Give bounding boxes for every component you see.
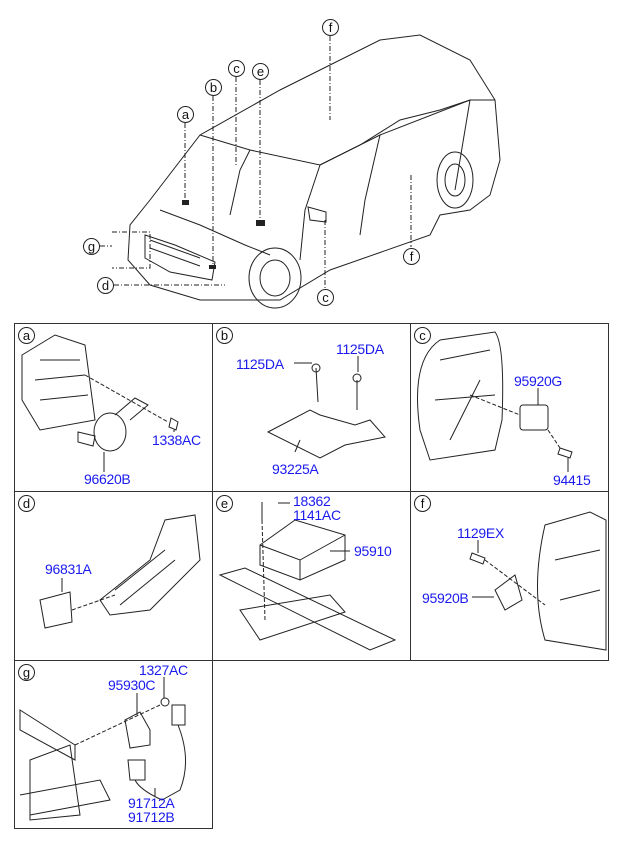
part-number[interactable]: 1125DA	[236, 356, 284, 372]
panel-label-d: d	[18, 495, 35, 512]
part-number[interactable]: 91712A	[128, 795, 175, 811]
panel-label-f: f	[414, 495, 431, 512]
part-number[interactable]: 95930C	[108, 677, 156, 693]
vehicle-illustration	[100, 34, 501, 309]
panel-g	[14, 660, 213, 829]
callout-c-bottom: c	[317, 289, 334, 306]
part-number[interactable]: 91712B	[128, 809, 175, 825]
part-number[interactable]: 95910	[354, 543, 392, 559]
callout-c: c	[228, 60, 245, 77]
part-number[interactable]: 1338AC	[152, 432, 201, 448]
part-number[interactable]: 94415	[553, 472, 591, 488]
part-number[interactable]: 1129EX	[457, 525, 504, 541]
part-number[interactable]: 96831A	[45, 561, 92, 577]
part-number[interactable]: 1141AC	[293, 507, 341, 523]
panel-label-a: a	[18, 327, 35, 344]
callout-f-side: f	[403, 248, 420, 265]
part-number[interactable]: 96620B	[84, 471, 131, 487]
panel-a	[14, 323, 213, 492]
panel-d	[14, 491, 213, 661]
part-number[interactable]: 1125DA	[336, 341, 384, 357]
panel-c	[410, 323, 609, 492]
callout-e: e	[252, 63, 269, 80]
vehicle-overview: a b c e f f g d c	[0, 0, 623, 318]
part-number[interactable]: 95920B	[422, 590, 469, 606]
panel-label-e: e	[216, 495, 233, 512]
callout-b: b	[205, 79, 222, 96]
panel-f	[410, 491, 609, 661]
part-number[interactable]: 18362	[293, 493, 331, 509]
callout-f-top: f	[322, 19, 339, 36]
callout-a: a	[177, 106, 194, 123]
part-number[interactable]: 93225A	[272, 461, 319, 477]
callout-g: g	[83, 238, 100, 255]
part-number[interactable]: 1327AC	[139, 662, 188, 678]
callout-d: d	[97, 277, 114, 294]
part-number[interactable]: 95920G	[514, 373, 563, 389]
panel-label-g: g	[18, 664, 35, 681]
panel-label-b: b	[216, 327, 233, 344]
panel-label-c: c	[414, 327, 431, 344]
